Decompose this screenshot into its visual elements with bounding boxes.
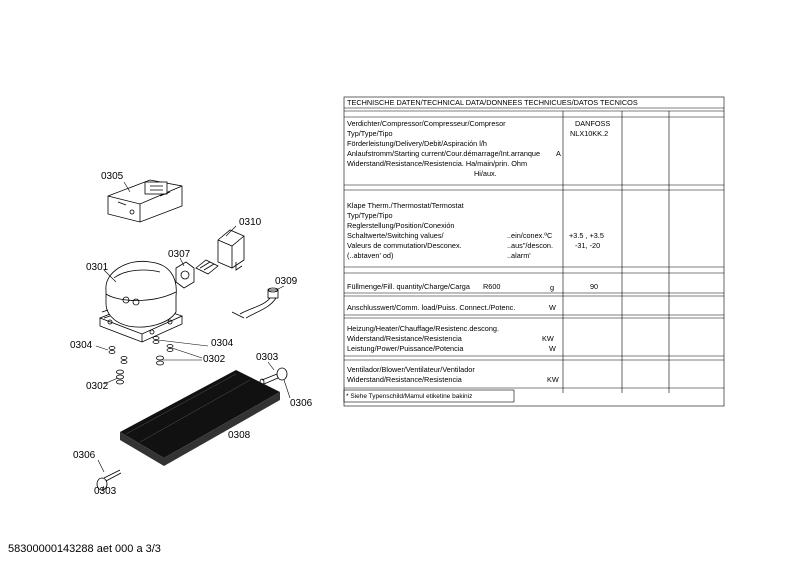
heater-resistance-label: Widerstand/Resistance/Resistencia	[347, 334, 462, 343]
heater-label: Heizung/Heater/Chauffage/Resistenc.desco…	[347, 324, 499, 333]
part-label-0308: 0308	[228, 430, 251, 441]
part-label-0305: 0305	[101, 171, 124, 182]
relay-box	[107, 179, 183, 223]
clip	[195, 259, 219, 275]
fill-quantity-label: Füllmenge/Fill. quantity/Charge/Carga	[347, 282, 470, 291]
part-label-0302: 0302	[203, 354, 226, 365]
connected-load-unit: W	[549, 303, 556, 312]
part-label-0303: 0303	[256, 352, 279, 363]
table-title: TECHNISCHE DATEN/TECHNICAL DATA/DONNEES …	[347, 98, 638, 107]
fan-resistance-label: Widerstand/Resistance/Resistencia	[347, 375, 462, 384]
switching-off-values: -31, -20	[575, 241, 601, 250]
thermostat-type-label: Typ/Type/Tipo	[347, 211, 393, 220]
mounting-grommets	[108, 336, 174, 385]
compressor-type-label: Typ/Type/Tipo	[347, 129, 393, 138]
overload-protector	[175, 261, 195, 289]
switching-off-sub-label: ..aus"/descon.	[507, 241, 553, 250]
part-label-0309: 0309	[275, 276, 298, 287]
switching-on-values: +3.5 , +3.5	[569, 231, 604, 240]
switching-on-label: ..ein/conex.ºC	[507, 231, 553, 240]
compressor-resistance-label: Widerstand/Resistance/Resistencia. Ha/ma…	[347, 159, 528, 168]
part-label-0302: 0302	[86, 381, 109, 392]
heater-resistance-unit: KW	[542, 334, 554, 343]
thermal-protector-cover	[217, 229, 245, 271]
leader-lines	[95, 181, 291, 491]
alarm-sub-label: ..alarm'	[507, 251, 531, 260]
compressor-label: Verdichter/Compressor/Compresseur/Compre…	[347, 119, 506, 128]
fan-resistance-unit: KW	[547, 375, 559, 384]
part-label-0306: 0306	[73, 450, 96, 461]
compressor-type-value: NLX10KK.2	[570, 129, 609, 138]
part-label-0307: 0307	[168, 249, 191, 260]
fan-label: Ventilador/Blower/Ventilateur/Ventilador	[347, 365, 475, 374]
fill-quantity-value: 90	[590, 282, 599, 291]
heater-power-label: Leistung/Power/Puissance/Potencia	[347, 344, 464, 353]
thermostat-position-label: Reglerstellung/Position/Conexión	[347, 221, 455, 230]
alarm-label: (..abtaven' od)	[347, 251, 394, 260]
heater-power-unit: W	[549, 344, 556, 353]
part-label-0303: 0303	[94, 486, 117, 497]
compressor-current-unit: A	[556, 149, 561, 158]
part-label-0304: 0304	[70, 340, 93, 351]
document-number: 58300000143288 aet 000 a 3/3	[8, 543, 161, 555]
compressor-brand-value: DANFOSS	[575, 119, 611, 128]
compressor	[98, 260, 184, 343]
connected-load-label: Anschlusswert/Comm. load/Puiss. Connect.…	[347, 303, 516, 312]
part-label-0304: 0304	[211, 338, 234, 349]
base-plate	[120, 370, 280, 466]
compressor-starting-current-label: Anlaufstromm/Starting current/Cour.démar…	[347, 149, 541, 158]
refrigerant-label: R600	[483, 282, 501, 291]
switching-values-label: Schaltwerte/Switching values/	[347, 231, 444, 240]
switching-off-label: Valeurs de commutation/Desconex.	[347, 241, 462, 250]
part-label-0301: 0301	[86, 262, 109, 273]
part-label-0306: 0306	[290, 398, 313, 409]
capacitor	[231, 287, 279, 319]
compressor-delivery-label: Förderleistung/Delivery/Debit/Aspiración…	[347, 139, 487, 148]
type-plate-note: * Siehe Typenschild/Mamul etiketine baki…	[346, 393, 473, 400]
thermostat-label: Klape Therm./Thermostat/Termostat	[347, 201, 464, 210]
bolt-left	[96, 469, 122, 491]
compressor-resistance-aux-label: Hi/aux.	[474, 169, 497, 178]
fill-quantity-unit: g	[550, 283, 555, 292]
part-label-0310: 0310	[239, 217, 262, 228]
